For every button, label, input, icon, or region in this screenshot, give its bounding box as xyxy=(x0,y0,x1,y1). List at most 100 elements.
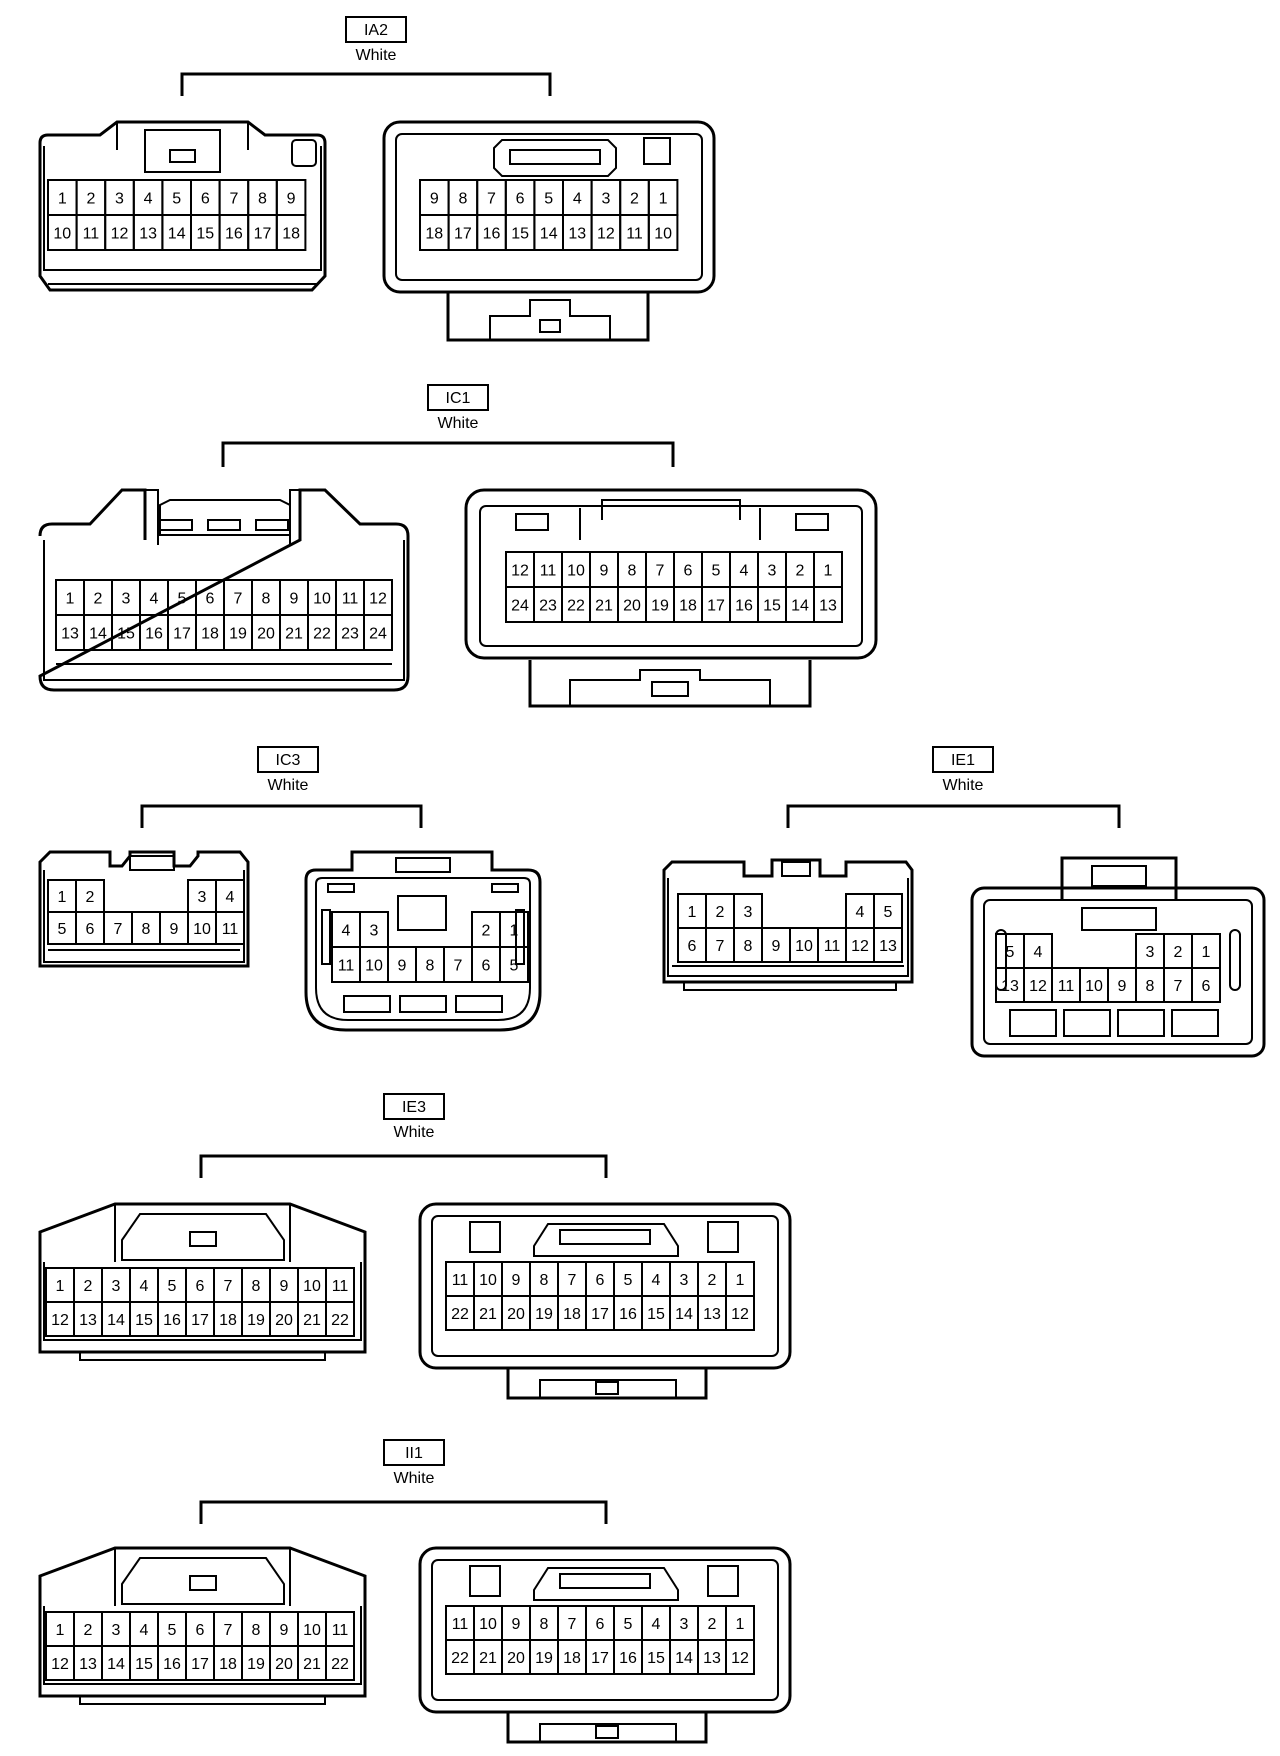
pin-number: 15 xyxy=(647,1306,665,1323)
pin-number: 9 xyxy=(1118,978,1127,995)
pin-number: 1 xyxy=(66,591,75,608)
pin-number: 5 xyxy=(58,921,67,938)
pin-number: 6 xyxy=(196,1278,205,1295)
pin-number: 5 xyxy=(1006,944,1015,961)
pin-number: 8 xyxy=(744,938,753,955)
pin-number: 14 xyxy=(168,226,186,243)
pin-number: 1 xyxy=(1202,944,1211,961)
pin-number: 11 xyxy=(332,1278,349,1295)
pin-number: 17 xyxy=(254,226,272,243)
pin-number: 4 xyxy=(1034,944,1043,961)
pin-cell xyxy=(725,1639,755,1675)
pin-number: 15 xyxy=(196,226,214,243)
connector-color: White xyxy=(394,1470,435,1487)
pin-number: 2 xyxy=(84,1622,93,1639)
connector-code-box xyxy=(345,16,407,43)
pin-number: 17 xyxy=(191,1312,209,1329)
connector-code-box xyxy=(383,1093,445,1120)
pin-number: 6 xyxy=(201,191,210,208)
pin-cell xyxy=(363,614,393,651)
pin-number: 1 xyxy=(58,889,67,906)
pin-number: 7 xyxy=(229,191,238,208)
pin-number: 15 xyxy=(135,1312,153,1329)
pin-number: 11 xyxy=(452,1616,469,1633)
pin-number: 14 xyxy=(675,1306,693,1323)
pin-number: 10 xyxy=(365,958,383,975)
pin-number: 14 xyxy=(791,598,809,615)
pin-number: 24 xyxy=(369,626,387,643)
pin-number: 15 xyxy=(647,1650,665,1667)
pin-number: 7 xyxy=(487,191,496,208)
connector-code-box xyxy=(383,1439,445,1466)
pin-number: 1 xyxy=(824,563,833,580)
pin-number: 1 xyxy=(58,191,67,208)
pin-number: 6 xyxy=(684,563,693,580)
pin-number: 16 xyxy=(735,598,753,615)
pin-number: 16 xyxy=(163,1312,181,1329)
pin-number: 13 xyxy=(703,1650,721,1667)
pin-number: 9 xyxy=(290,591,299,608)
pin-number: 5 xyxy=(712,563,721,580)
pin-number: 8 xyxy=(426,958,435,975)
pin-number: 18 xyxy=(679,598,697,615)
pin-number: 8 xyxy=(1146,978,1155,995)
pin-number: 7 xyxy=(114,921,123,938)
pin-number: 4 xyxy=(856,904,865,921)
pin-cell xyxy=(325,1645,355,1681)
pin-number: 23 xyxy=(341,626,359,643)
pin-number: 11 xyxy=(626,226,643,243)
pin-number: 22 xyxy=(331,1656,349,1673)
pin-number: 2 xyxy=(708,1272,717,1289)
pin-number: 21 xyxy=(303,1312,321,1329)
pin-number: 7 xyxy=(716,938,725,955)
pin-number: 18 xyxy=(563,1306,581,1323)
pin-number: 11 xyxy=(332,1622,349,1639)
pin-number: 11 xyxy=(1058,978,1075,995)
pin-number: 14 xyxy=(675,1650,693,1667)
pin-number: 13 xyxy=(79,1656,97,1673)
pin-number: 12 xyxy=(851,938,869,955)
pin-number: 5 xyxy=(624,1272,633,1289)
pin-cell xyxy=(647,214,679,251)
pin-number: 8 xyxy=(258,191,267,208)
pin-number: 5 xyxy=(884,904,893,921)
pin-number: 7 xyxy=(234,591,243,608)
pin-number: 3 xyxy=(744,904,753,921)
pin-number: 17 xyxy=(591,1650,609,1667)
pin-number: 2 xyxy=(796,563,805,580)
pin-number: 8 xyxy=(458,191,467,208)
pin-number: 19 xyxy=(229,626,247,643)
pin-number: 10 xyxy=(654,226,672,243)
pin-number: 4 xyxy=(144,191,153,208)
pin-number: 13 xyxy=(1001,978,1019,995)
pin-number: 13 xyxy=(568,226,586,243)
pin-number: 21 xyxy=(303,1656,321,1673)
pin-number: 5 xyxy=(178,591,187,608)
pin-number: 6 xyxy=(482,958,491,975)
connector-color: White xyxy=(394,1124,435,1141)
group-bracket xyxy=(180,72,552,96)
pin-number: 7 xyxy=(568,1272,577,1289)
pin-number: 17 xyxy=(173,626,191,643)
pin-number: 21 xyxy=(595,598,613,615)
pin-number: 12 xyxy=(731,1306,749,1323)
pin-number: 6 xyxy=(206,591,215,608)
pin-number: 6 xyxy=(596,1616,605,1633)
pin-number: 22 xyxy=(313,626,331,643)
pin-number: 1 xyxy=(659,191,668,208)
pin-number: 7 xyxy=(454,958,463,975)
pin-number: 3 xyxy=(112,1622,121,1639)
